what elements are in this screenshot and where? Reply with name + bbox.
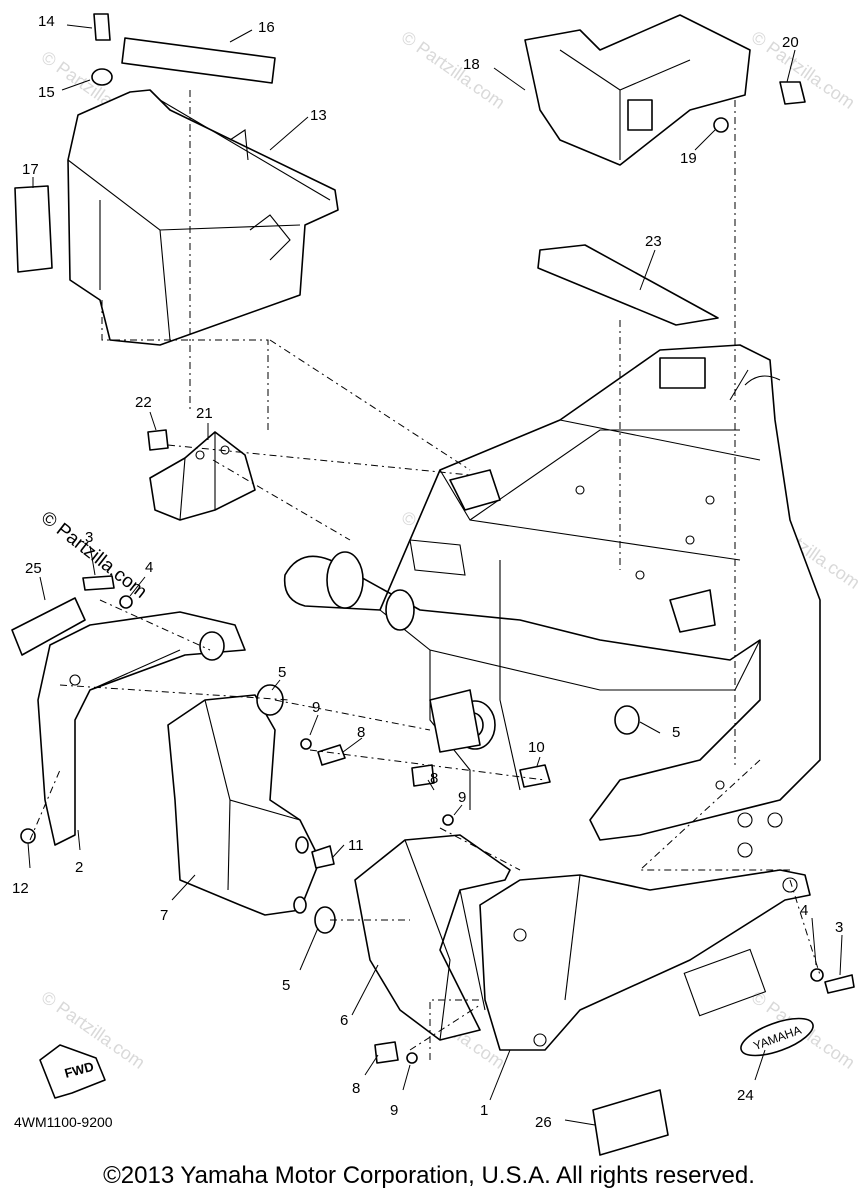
callout-4-left: 4	[145, 559, 153, 576]
callout-18: 18	[463, 56, 480, 73]
part-4-right	[810, 968, 824, 982]
part-9-upper	[300, 738, 312, 750]
callout-5-right: 5	[672, 724, 680, 741]
callout-24: 24	[737, 1087, 754, 1104]
callout-21: 21	[196, 405, 213, 422]
callout-9-mid: 9	[458, 789, 466, 806]
part-10	[519, 764, 551, 788]
part-17	[14, 185, 53, 273]
part-9-mid	[442, 814, 454, 826]
callout-numbers: 1 2 3 3 4 4 5 5 5 6 7 8 8 8 9 9 9 10 11 …	[12, 13, 843, 1131]
callout-8-lower: 8	[352, 1080, 360, 1097]
callout-5-lower: 5	[282, 977, 290, 994]
callout-4-right: 4	[800, 902, 808, 919]
frame	[283, 344, 821, 858]
bracket-18	[524, 14, 806, 166]
part-15	[91, 68, 113, 86]
callout-16: 16	[258, 19, 275, 36]
part-5a	[256, 684, 284, 716]
callout-3-right: 3	[835, 919, 843, 936]
callout-15: 15	[38, 84, 55, 101]
part-25	[11, 597, 86, 656]
copyright-notice: ©2013 Yamaha Motor Corporation, U.S.A. A…	[103, 1162, 755, 1189]
bracket-21	[149, 431, 256, 521]
fwd-label: FWD	[63, 1059, 95, 1081]
callout-11: 11	[348, 837, 364, 854]
assembly-lines	[29, 90, 821, 1060]
part-20	[779, 81, 806, 105]
callout-3-left: 3	[85, 529, 93, 546]
callout-17: 17	[22, 161, 39, 178]
callout-8-upper: 8	[357, 724, 365, 741]
part-3-right	[824, 974, 855, 994]
cover-1	[479, 869, 811, 1051]
part-14	[93, 13, 111, 41]
callout-26: 26	[535, 1114, 552, 1131]
leader-lines	[27, 24, 843, 1126]
diagram-code: 4WM1100-9200	[14, 1114, 113, 1130]
part-8-lower	[374, 1041, 399, 1064]
part-9-lower	[406, 1052, 418, 1064]
callout-9-upper: 9	[312, 699, 320, 716]
part-19	[713, 117, 729, 133]
callout-7: 7	[160, 907, 168, 924]
callout-8-mid: 8	[430, 770, 438, 787]
callout-9-lower: 9	[390, 1102, 398, 1119]
part-3-left	[82, 575, 115, 591]
part-22	[147, 429, 169, 451]
part-16	[121, 37, 276, 84]
cover-7	[167, 694, 321, 916]
part-11	[311, 845, 335, 869]
cover-6	[354, 834, 511, 1041]
callout-13: 13	[310, 107, 327, 124]
part-23	[537, 244, 719, 326]
watermark: © Partzilla.com	[398, 27, 509, 113]
callout-2: 2	[75, 859, 83, 876]
part-8-upper	[317, 744, 346, 766]
callout-25: 25	[25, 560, 42, 577]
cover-2	[37, 611, 246, 846]
callout-19: 19	[680, 150, 697, 167]
battery-box	[14, 13, 339, 346]
callout-12: 12	[12, 880, 29, 897]
fwd-arrow: FWD	[39, 1044, 106, 1099]
callout-20: 20	[782, 34, 799, 51]
callout-5-upper: 5	[278, 664, 286, 681]
callout-10: 10	[528, 739, 545, 756]
callout-22: 22	[135, 394, 152, 411]
callout-23: 23	[645, 233, 662, 250]
callout-14: 14	[38, 13, 55, 30]
part-5b	[614, 705, 640, 735]
callout-6: 6	[340, 1012, 348, 1029]
part-4-left	[119, 595, 133, 609]
part-12	[20, 828, 36, 844]
part-26	[592, 1089, 669, 1156]
callout-1: 1	[480, 1102, 488, 1119]
